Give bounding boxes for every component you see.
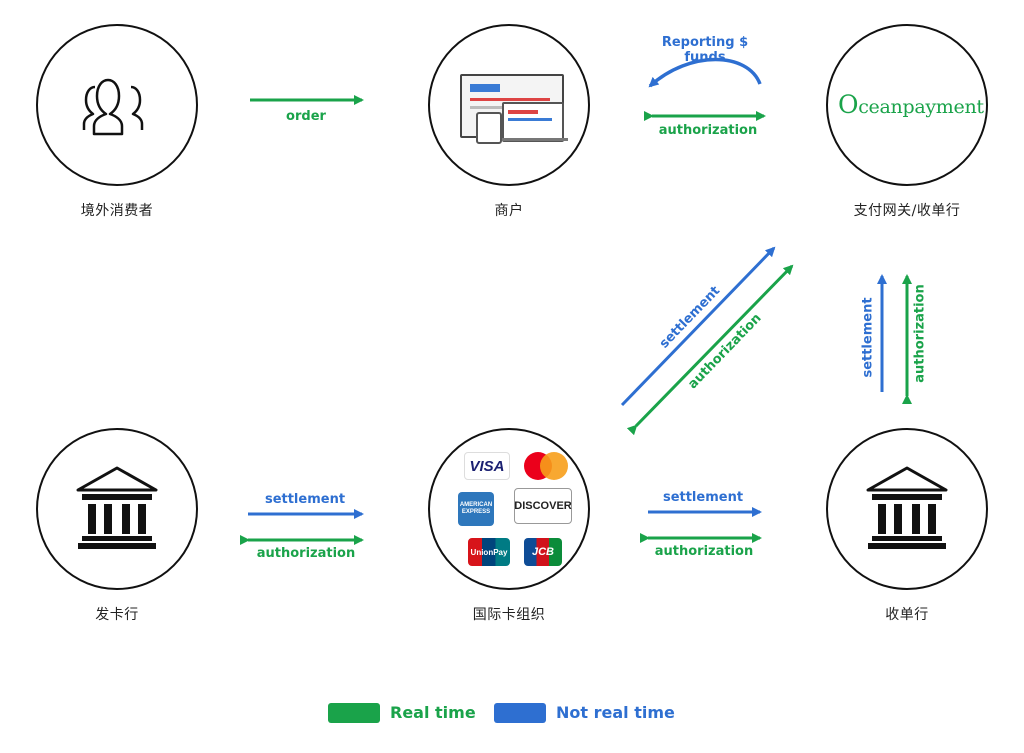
visa-logo: VISA <box>464 452 510 480</box>
gateway-authorization-label: authorization <box>658 123 758 138</box>
oceanpayment-logo: Oceanpayment <box>838 90 984 119</box>
issuer-node <box>36 428 198 590</box>
vert-settlement-label: settlement <box>860 297 876 378</box>
acquirer-node <box>826 428 988 590</box>
merchant-label: 商户 <box>494 203 524 219</box>
legend-real-time-swatch <box>328 703 380 723</box>
legend-real-time-label: Real time <box>390 703 476 722</box>
amex-logo: AMERICAN EXPRESS <box>458 492 494 526</box>
gateway-node: Oceanpayment <box>826 24 988 186</box>
acquirer-label: 收单行 <box>885 607 929 623</box>
issuer-label: 发卡行 <box>95 607 139 623</box>
discover-logo: DISCOVER <box>514 488 572 524</box>
unionpay-logo: UnionPay <box>468 538 510 566</box>
issuer-authorization-label: authorization <box>256 546 356 561</box>
reporting-funds-arrow <box>648 57 762 88</box>
consumer-label: 境外消费者 <box>80 203 154 219</box>
reporting-funds-label: Reporting $ funds <box>661 35 749 65</box>
users-icon <box>82 78 144 136</box>
vert-authorization-label: authorization <box>912 284 928 383</box>
order-label: order <box>286 109 326 124</box>
acquirer-authorization-label: authorization <box>654 544 754 559</box>
legend-not-real-time-label: Not real time <box>556 703 675 722</box>
jcb-logo: JCB <box>524 538 562 566</box>
merchant-node <box>428 24 590 186</box>
gateway-label: 支付网关/收单行 <box>853 203 961 219</box>
legend-not-real-time-swatch <box>494 703 546 723</box>
issuer-settlement-label: settlement <box>264 492 346 507</box>
consumer-node <box>36 24 198 186</box>
mastercard-logo <box>522 450 570 482</box>
acquirer-settlement-label: settlement <box>662 490 744 505</box>
network-node: VISA AMERICAN EXPRESS DISCOVER UnionPay … <box>428 428 590 590</box>
bank-icon <box>76 466 158 549</box>
bank-icon <box>866 466 948 549</box>
diag-authorization-arrow <box>626 264 794 436</box>
network-label: 国际卡组织 <box>472 607 546 623</box>
